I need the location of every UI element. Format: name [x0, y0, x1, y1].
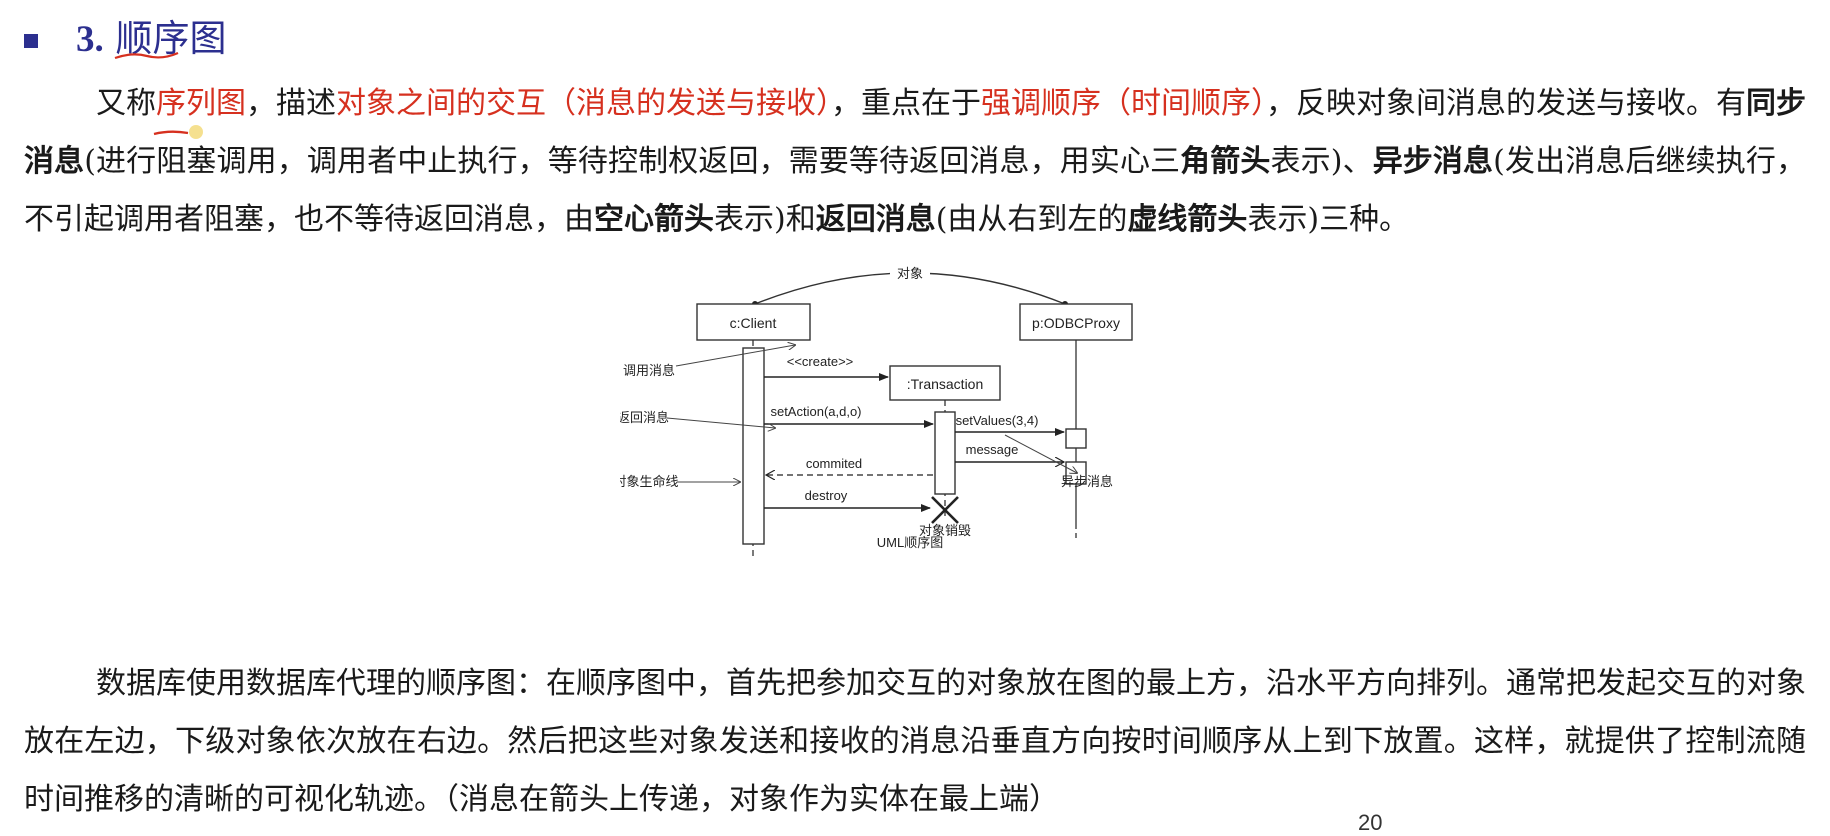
text-run: ，描述: [246, 86, 336, 121]
text-run: 又称: [96, 86, 156, 121]
text-run: ，反映对象间消息的发送与接收。有: [1266, 86, 1746, 121]
set-action-label: setAction(a,d,o): [770, 404, 861, 419]
transaction-object-box: [889, 365, 1001, 401]
uml-sequence-diagram: 对象 c:Client p:ODBCProxy :Transaction <<c…: [620, 265, 1133, 560]
text-run: 表示)和: [714, 202, 816, 237]
return-message-annotation: 返回消息: [620, 410, 669, 425]
section-title: 顺序图: [115, 17, 227, 60]
emphasis-run: 同步消息: [24, 86, 1806, 179]
proxy-activation-1: [1065, 428, 1087, 449]
proxy-object-label: p:ODBCProxy: [1032, 315, 1120, 331]
commited-label: commited: [806, 456, 862, 471]
emphasis-run: 空心箭头: [594, 202, 714, 237]
lifeline-annotation: 对象生命线: [620, 474, 679, 489]
explanation-paragraph: 数据库使用数据库代理的顺序图：在顺序图中，首先把参加交互的对象放在图的最上方，沿…: [24, 666, 1806, 817]
destroy-x-icon: [931, 496, 959, 524]
heading-underline-mark: [114, 51, 179, 60]
client-object-box: [696, 303, 811, 341]
call-message-annotation: 调用消息: [623, 363, 675, 378]
emphasis-run: 强调顺序（时间顺序）: [981, 86, 1266, 121]
emphasis-run: 对象之间的交互（消息的发送与接收）: [336, 86, 831, 121]
emphasis-run: 角箭头: [1180, 144, 1271, 179]
text-run: (进行阻塞调用，调用者中止执行，等待控制权返回，需要等待返回消息，用实心三: [84, 144, 1181, 179]
bullet-square: [24, 34, 38, 48]
emphasis-run: 返回消息: [815, 202, 936, 237]
text-run: 表示)三种。: [1247, 202, 1410, 237]
text-run: (由从右到左的: [935, 202, 1128, 237]
annotation-underline-mark: [153, 125, 203, 139]
section-heading: 3. 顺序图: [76, 8, 227, 62]
intro-paragraph: 又称序列图，描述对象之间的交互（消息的发送与接收），重点在于强调顺序（时间顺序）…: [24, 75, 1806, 249]
text-run: 表示)、: [1270, 144, 1373, 179]
emphasis-run: 序列图: [156, 86, 246, 121]
transaction-object-label: :Transaction: [907, 376, 984, 392]
emphasis-run: 异步消息: [1372, 144, 1494, 179]
destroy-label: destroy: [805, 488, 848, 503]
emphasis-run: 虚线箭头: [1127, 202, 1248, 237]
text-run: ，重点在于: [831, 86, 981, 121]
create-message-label: <<create>>: [787, 354, 854, 369]
async-message-label: message: [966, 442, 1019, 457]
page-number: 20: [1358, 810, 1383, 835]
set-values-label: setValues(3,4): [956, 413, 1039, 428]
destroy-object-annotation: 对象销毁: [919, 523, 971, 538]
client-activation: [742, 347, 765, 545]
async-message-annotation: 异步消息: [1061, 474, 1113, 489]
transaction-activation: [934, 411, 956, 495]
text-run: (发出消息后继续执行，不引起调用者阻塞，也不等待返回消息，由: [24, 144, 1807, 237]
objects-label: 对象: [897, 266, 923, 281]
client-object-label: c:Client: [730, 315, 777, 331]
diagram-caption: UML顺序图: [877, 535, 943, 550]
section-number: 3.: [76, 19, 104, 60]
proxy-object-box: [1019, 303, 1133, 341]
